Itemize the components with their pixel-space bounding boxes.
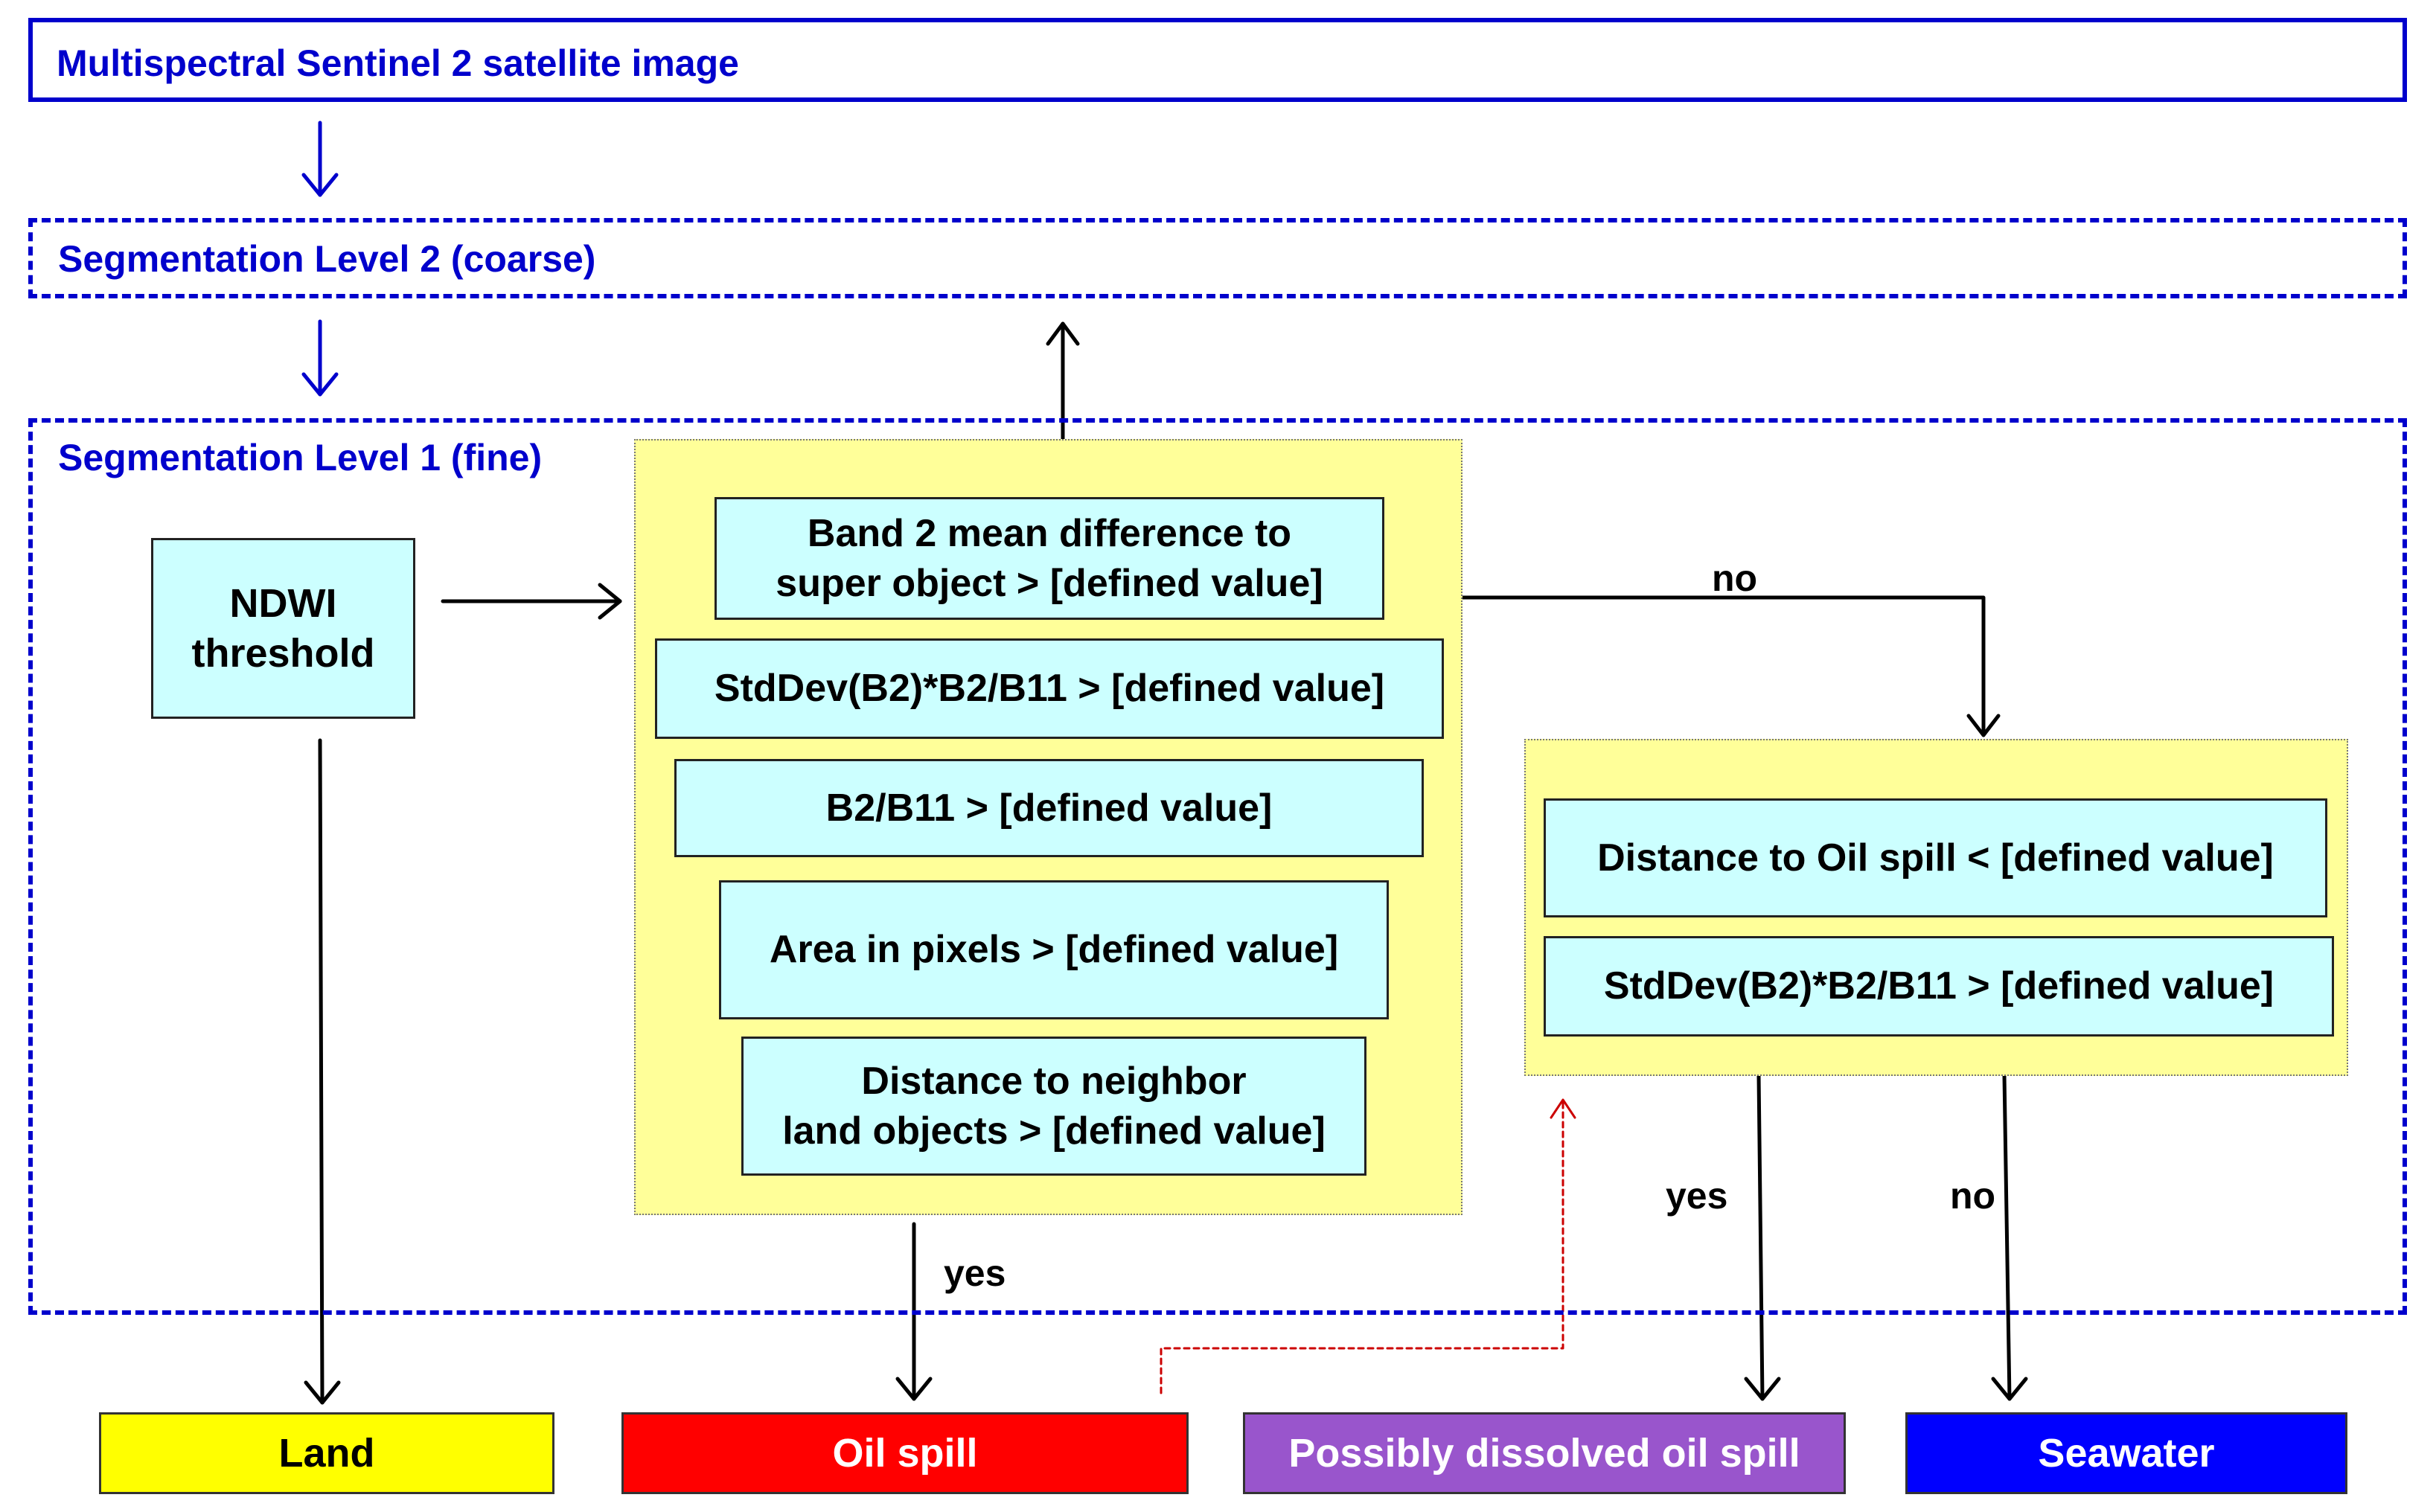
- rule-dissolved-stddev-ratio: StdDev(B2)*B2/B11 > [defined value]: [1544, 936, 2334, 1037]
- ndwi-threshold-box: NDWI threshold: [151, 538, 415, 719]
- rule-band2-mean-difference: Band 2 mean difference to super object >…: [715, 497, 1384, 620]
- frame-input-image: Multispectral Sentinel 2 satellite image: [28, 18, 2407, 102]
- feedback-link-oilspill-to-dissolved: [1160, 1098, 1576, 1394]
- arrow-ndwi-to-land: [304, 738, 341, 1405]
- edge-label-dissolved-yes: yes: [1666, 1175, 1728, 1217]
- arrow-rules-no-to-dissolved: [1460, 595, 2001, 737]
- arrow-dissolved-no: [1991, 1073, 2028, 1401]
- output-land: Land: [99, 1412, 554, 1494]
- frame-segmentation-level1: Segmentation Level 1 (fine): [28, 418, 2407, 1315]
- rule-area-pixels: Area in pixels > [defined value]: [719, 880, 1389, 1019]
- rule-distance-oil-spill: Distance to Oil spill < [defined value]: [1544, 798, 2327, 917]
- frame-segmentation-level2: Segmentation Level 2 (coarse): [28, 218, 2407, 298]
- edge-label-dissolved-no: no: [1950, 1175, 1996, 1217]
- edge-label-rules-yes: yes: [944, 1252, 1006, 1294]
- arrow-dissolved-yes: [1744, 1073, 1781, 1401]
- rule-stddev-ratio: StdDev(B2)*B2/B11 > [defined value]: [655, 638, 1444, 739]
- arrow-input-to-level2: [301, 121, 339, 197]
- arrow-ndwi-to-rules: [441, 583, 622, 620]
- frame-level2-title: Segmentation Level 2 (coarse): [58, 238, 596, 280]
- edge-label-rules-no: no: [1712, 557, 1758, 599]
- rule-distance-land: Distance to neighbor land objects > [def…: [741, 1037, 1366, 1176]
- output-possibly-dissolved-oil-spill: Possibly dissolved oil spill: [1243, 1412, 1846, 1494]
- frame-input-title: Multispectral Sentinel 2 satellite image: [57, 42, 739, 84]
- output-seawater: Seawater: [1905, 1412, 2347, 1494]
- frame-level1-title: Segmentation Level 1 (fine): [58, 437, 543, 478]
- rule-b2-b11-ratio: B2/B11 > [defined value]: [674, 759, 1424, 857]
- output-oil-spill: Oil spill: [621, 1412, 1189, 1494]
- arrow-level2-to-level1: [301, 319, 339, 397]
